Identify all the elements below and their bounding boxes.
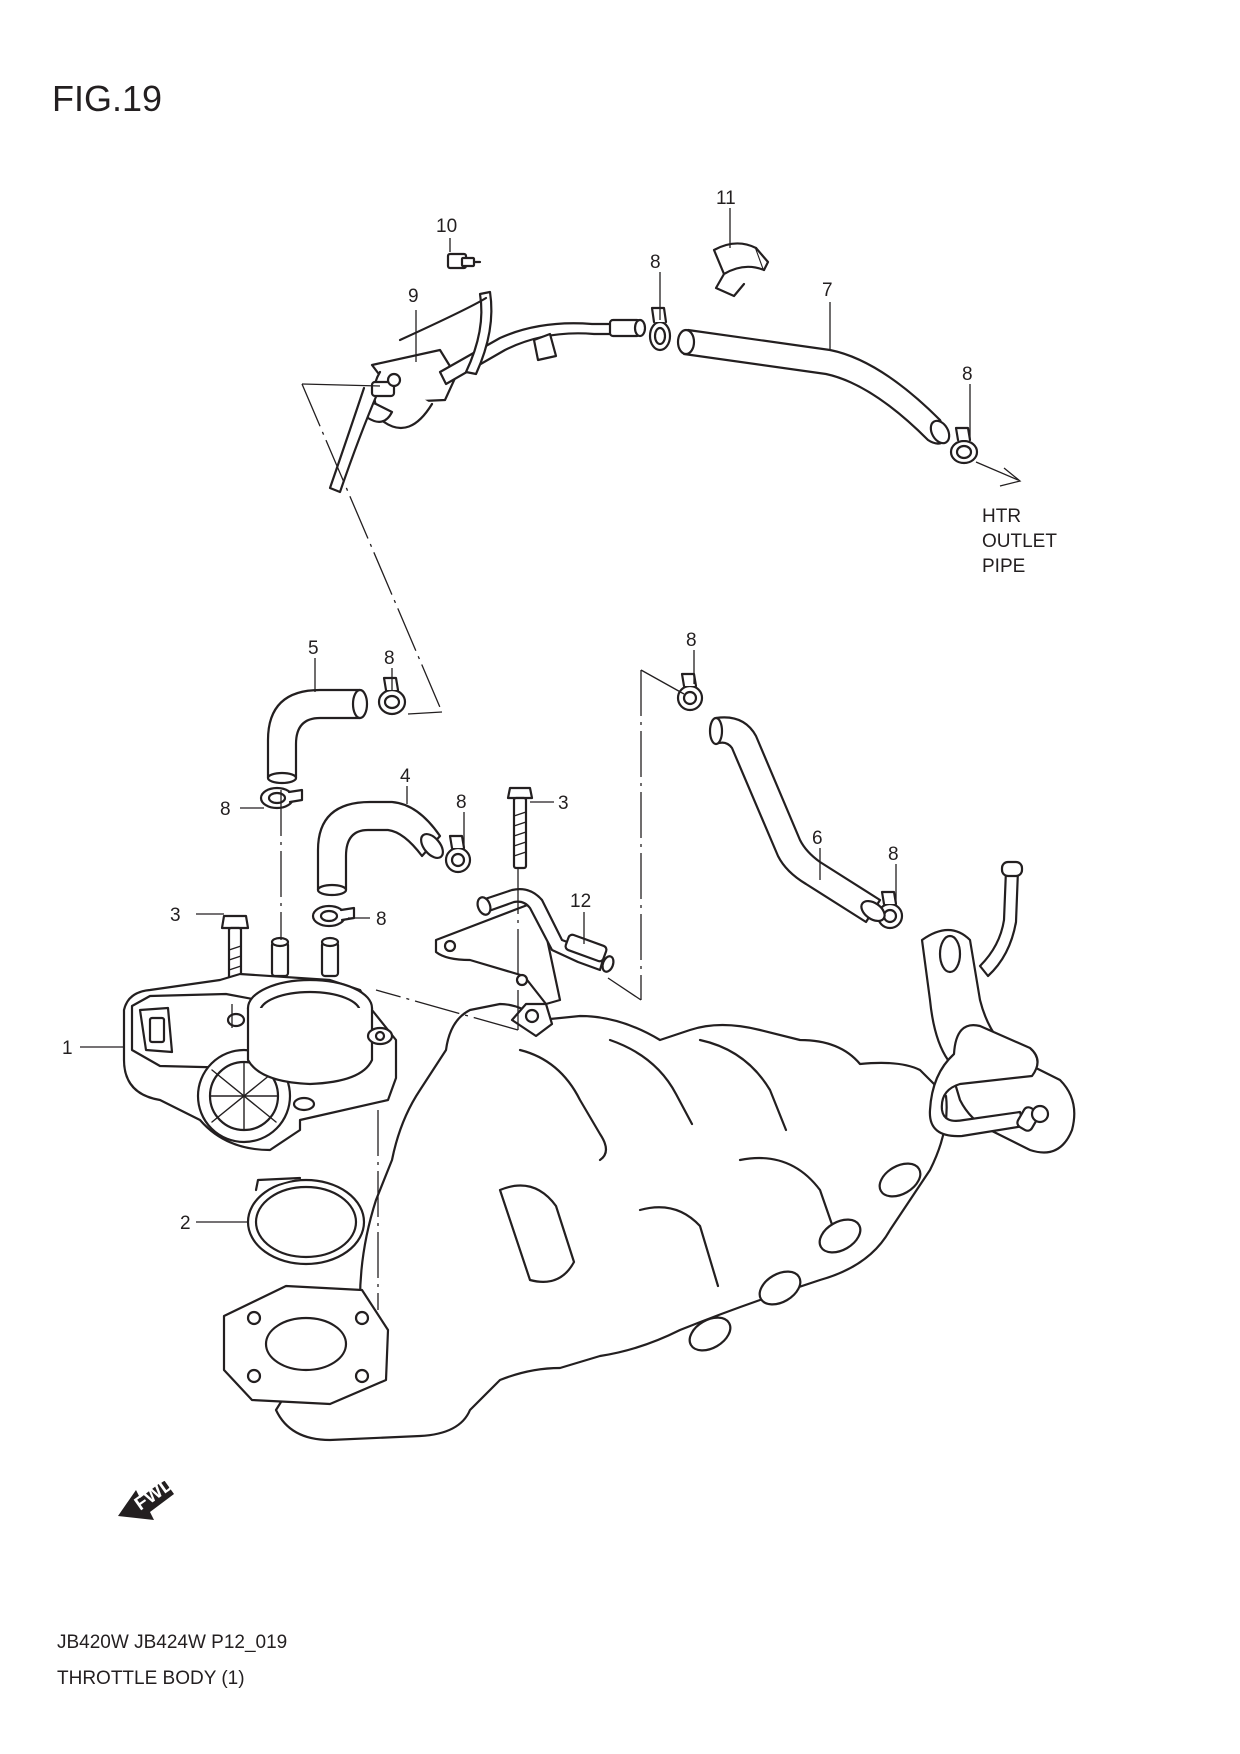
clamp-part-8-lower-left[interactable] [311,904,356,928]
callout-8-h: 8 [376,909,387,930]
bolt-part-10[interactable] [446,252,482,270]
callout-12: 12 [570,891,591,912]
gasket-part-2[interactable] [246,1176,366,1266]
pipe-part-12[interactable] [434,888,615,1006]
section-name: THROTTLE BODY (1) [57,1668,245,1689]
callout-3-a: 3 [558,793,569,814]
callout-5: 5 [308,638,319,659]
callout-7: 7 [822,280,833,301]
figure-title: FIG.19 [52,78,163,119]
callout-8-a: 8 [650,252,661,273]
clamp-part-8-right-upper[interactable] [676,672,704,712]
clamp-part-8-top[interactable] [648,306,672,352]
callout-8-b: 8 [962,364,973,385]
throttle-body-part-1[interactable] [122,936,398,1152]
callout-8-g: 8 [888,844,899,865]
note-line-3: PIPE [982,556,1025,577]
hose-part-4[interactable] [316,800,447,897]
model-code: JB420W JB424W P12_019 [57,1632,288,1653]
callout-4: 4 [400,766,411,787]
callout-10: 10 [436,216,457,237]
callout-8-f: 8 [456,792,467,813]
callout-9: 9 [408,286,419,307]
connection-lines [231,383,685,1310]
callout-8-e: 8 [220,799,231,820]
callout-6: 6 [812,828,823,849]
bolt-part-3-upper[interactable] [506,786,534,870]
callout-1: 1 [62,1038,73,1059]
fwd-arrow-icon: FWD [118,1473,178,1520]
hose-clip-part-11[interactable] [712,242,770,298]
note-line-1: HTR [982,506,1021,527]
clamp-part-8-upper-left[interactable] [377,676,407,716]
pipe-bracket-assembly[interactable] [328,290,647,494]
callout-8-c: 8 [384,648,395,669]
clamp-part-8-right-top[interactable] [949,426,979,465]
water-pipe-bracket [920,860,1076,1154]
callout-2: 2 [180,1213,191,1234]
callout-8-d: 8 [686,630,697,651]
intake-manifold [222,1002,948,1442]
fwd-label: FWD [131,1473,178,1515]
leader-lines [80,208,971,1223]
callout-11: 11 [716,188,736,209]
clamp-part-8-mid[interactable] [444,834,472,874]
direction-arrow [975,461,1022,487]
callout-3-b: 3 [170,905,181,926]
hose-part-5[interactable] [266,688,369,785]
note-line-2: OUTLET [982,531,1057,552]
hose-part-6[interactable] [708,716,888,925]
hose-part-7[interactable] [676,328,953,446]
